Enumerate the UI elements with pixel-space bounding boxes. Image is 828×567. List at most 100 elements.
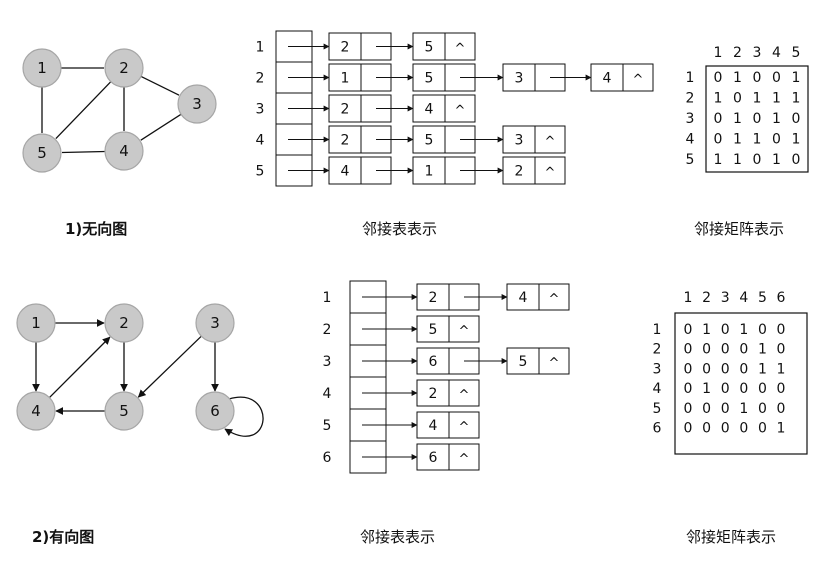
- directed-matrix-cell: 0: [739, 381, 748, 397]
- undirected-list-node-pointer-cell: [622, 63, 654, 92]
- undirected-list-node-pointer-cell: [444, 32, 476, 61]
- directed-matrix-cell: 0: [684, 322, 693, 338]
- directed-edge-3-5: [137, 335, 202, 398]
- undirected-list-null-symbol: ^: [545, 166, 556, 181]
- directed-matrix-cell: 0: [777, 381, 786, 397]
- undirected-matrix-row-header: 2: [686, 91, 695, 107]
- undirected-matrix-column-header: 5: [792, 45, 801, 61]
- directed-matrix-cell: 1: [777, 361, 786, 377]
- undirected-list-node-data-cell: [328, 125, 362, 154]
- directed-matrix-cell: 0: [721, 421, 730, 437]
- undirected-list-node-value: 3: [515, 71, 524, 87]
- directed-matrix-cell: 0: [758, 421, 767, 437]
- directed-node-label-1: 1: [31, 314, 41, 332]
- directed-matrix-cell: 1: [758, 342, 767, 358]
- directed-matrix-cell: 1: [739, 322, 748, 338]
- directed-node-6: [195, 391, 235, 431]
- undirected-list-null-symbol: ^: [545, 135, 556, 150]
- directed-matrix-cell: 0: [721, 342, 730, 358]
- directed-list-node-value: 2: [429, 290, 438, 306]
- directed-matrix-cell: 0: [702, 342, 711, 358]
- undirected-list-node-value: 1: [341, 71, 350, 87]
- directed-matrix-cell: 0: [721, 381, 730, 397]
- undirected-matrix-cell: 0: [714, 132, 723, 148]
- undirected-matrix-column-header: 2: [733, 45, 742, 61]
- directed-node-1: [16, 303, 56, 343]
- undirected-node-label-3: 3: [192, 95, 202, 113]
- directed-matrix-cell: 0: [684, 361, 693, 377]
- directed-matrix-row-header: 1: [653, 322, 662, 338]
- undirected-node-1: [22, 48, 62, 88]
- undirected-list-null-symbol: ^: [455, 104, 466, 119]
- directed-list-node-pointer-cell: [538, 347, 570, 375]
- directed-matrix-row-header: 2: [653, 342, 662, 358]
- undirected-list-caption: 邻接表表示: [362, 220, 438, 238]
- directed-matrix-cell: 0: [684, 401, 693, 417]
- directed-list-row-label: 6: [323, 450, 332, 466]
- undirected-matrix-cell: 1: [714, 152, 723, 168]
- undirected-list-node-value: 4: [603, 71, 612, 87]
- directed-matrix-caption: 邻接矩阵表示: [686, 528, 777, 546]
- directed-list-node-value: 2: [429, 386, 438, 402]
- directed-matrix-cell: 0: [739, 361, 748, 377]
- directed-node-2: [104, 303, 144, 343]
- undirected-matrix-cell: 1: [792, 91, 801, 107]
- undirected-node-label-4: 4: [119, 142, 129, 160]
- directed-matrix-cell: 0: [777, 342, 786, 358]
- directed-list-node-value: 5: [519, 354, 528, 370]
- directed-matrix-row-header: 5: [653, 401, 662, 417]
- directed-matrix-row-header: 3: [653, 361, 662, 377]
- undirected-list-node-data-cell: [590, 63, 624, 92]
- undirected-list-node-data-cell: [502, 125, 536, 154]
- directed-list-null-symbol: ^: [459, 420, 470, 435]
- directed-matrix-cell: 0: [758, 401, 767, 417]
- directed-matrix-column-header: 6: [777, 290, 786, 306]
- directed-node-label-2: 2: [119, 314, 129, 332]
- directed-matrix-cell: 0: [758, 322, 767, 338]
- directed-list-null-symbol: ^: [459, 452, 470, 467]
- undirected-list-null-symbol: ^: [633, 73, 644, 88]
- directed-list-caption: 邻接表表示: [360, 528, 436, 546]
- directed-matrix-row-header: 6: [653, 421, 662, 437]
- directed-matrix-cell: 0: [702, 401, 711, 417]
- undirected-list-node-value: 5: [425, 71, 434, 87]
- undirected-matrix-caption: 邻接矩阵表示: [694, 220, 785, 238]
- directed-matrix-cell: 0: [684, 421, 693, 437]
- undirected-matrix-cell: 1: [772, 152, 781, 168]
- directed-list-node-data-cell: [416, 315, 450, 343]
- directed-list-null-symbol: ^: [459, 388, 470, 403]
- undirected-matrix-cell: 0: [714, 70, 723, 86]
- undirected-matrix-cell: 1: [733, 132, 742, 148]
- undirected-matrix-cell: 0: [733, 91, 742, 107]
- directed-matrix-border: [674, 312, 808, 455]
- directed-graph-caption: 2)有向图: [32, 528, 95, 546]
- undirected-list-node-data-cell: [502, 63, 536, 92]
- directed-node-label-4: 4: [31, 402, 41, 420]
- undirected-list-row-label: 1: [256, 40, 265, 56]
- undirected-list-node-pointer-cell: [444, 94, 476, 123]
- directed-matrix-cell: 0: [702, 361, 711, 377]
- undirected-list-node-data-cell: [502, 156, 536, 185]
- undirected-list-node-value: 1: [425, 164, 434, 180]
- directed-matrix-column-header: 5: [758, 290, 767, 306]
- undirected-node-label-5: 5: [37, 144, 47, 162]
- undirected-matrix-cell: 1: [753, 91, 762, 107]
- undirected-matrix-row-header: 4: [686, 132, 695, 148]
- directed-list-node-value: 5: [429, 322, 438, 338]
- undirected-list-node-value: 2: [515, 164, 524, 180]
- undirected-list-node-value: 4: [341, 164, 350, 180]
- undirected-list-row-label: 5: [256, 164, 265, 180]
- undirected-list-row-label: 3: [256, 102, 265, 118]
- directed-list-node-data-cell: [506, 283, 540, 311]
- undirected-matrix-cell: 1: [792, 132, 801, 148]
- directed-matrix-cell: 0: [721, 401, 730, 417]
- undirected-matrix-cell: 1: [772, 111, 781, 127]
- undirected-list-null-symbol: ^: [455, 42, 466, 57]
- directed-list-node-value: 6: [429, 354, 438, 370]
- directed-edge-4-2: [48, 336, 111, 399]
- undirected-edge-4-5: [61, 150, 106, 154]
